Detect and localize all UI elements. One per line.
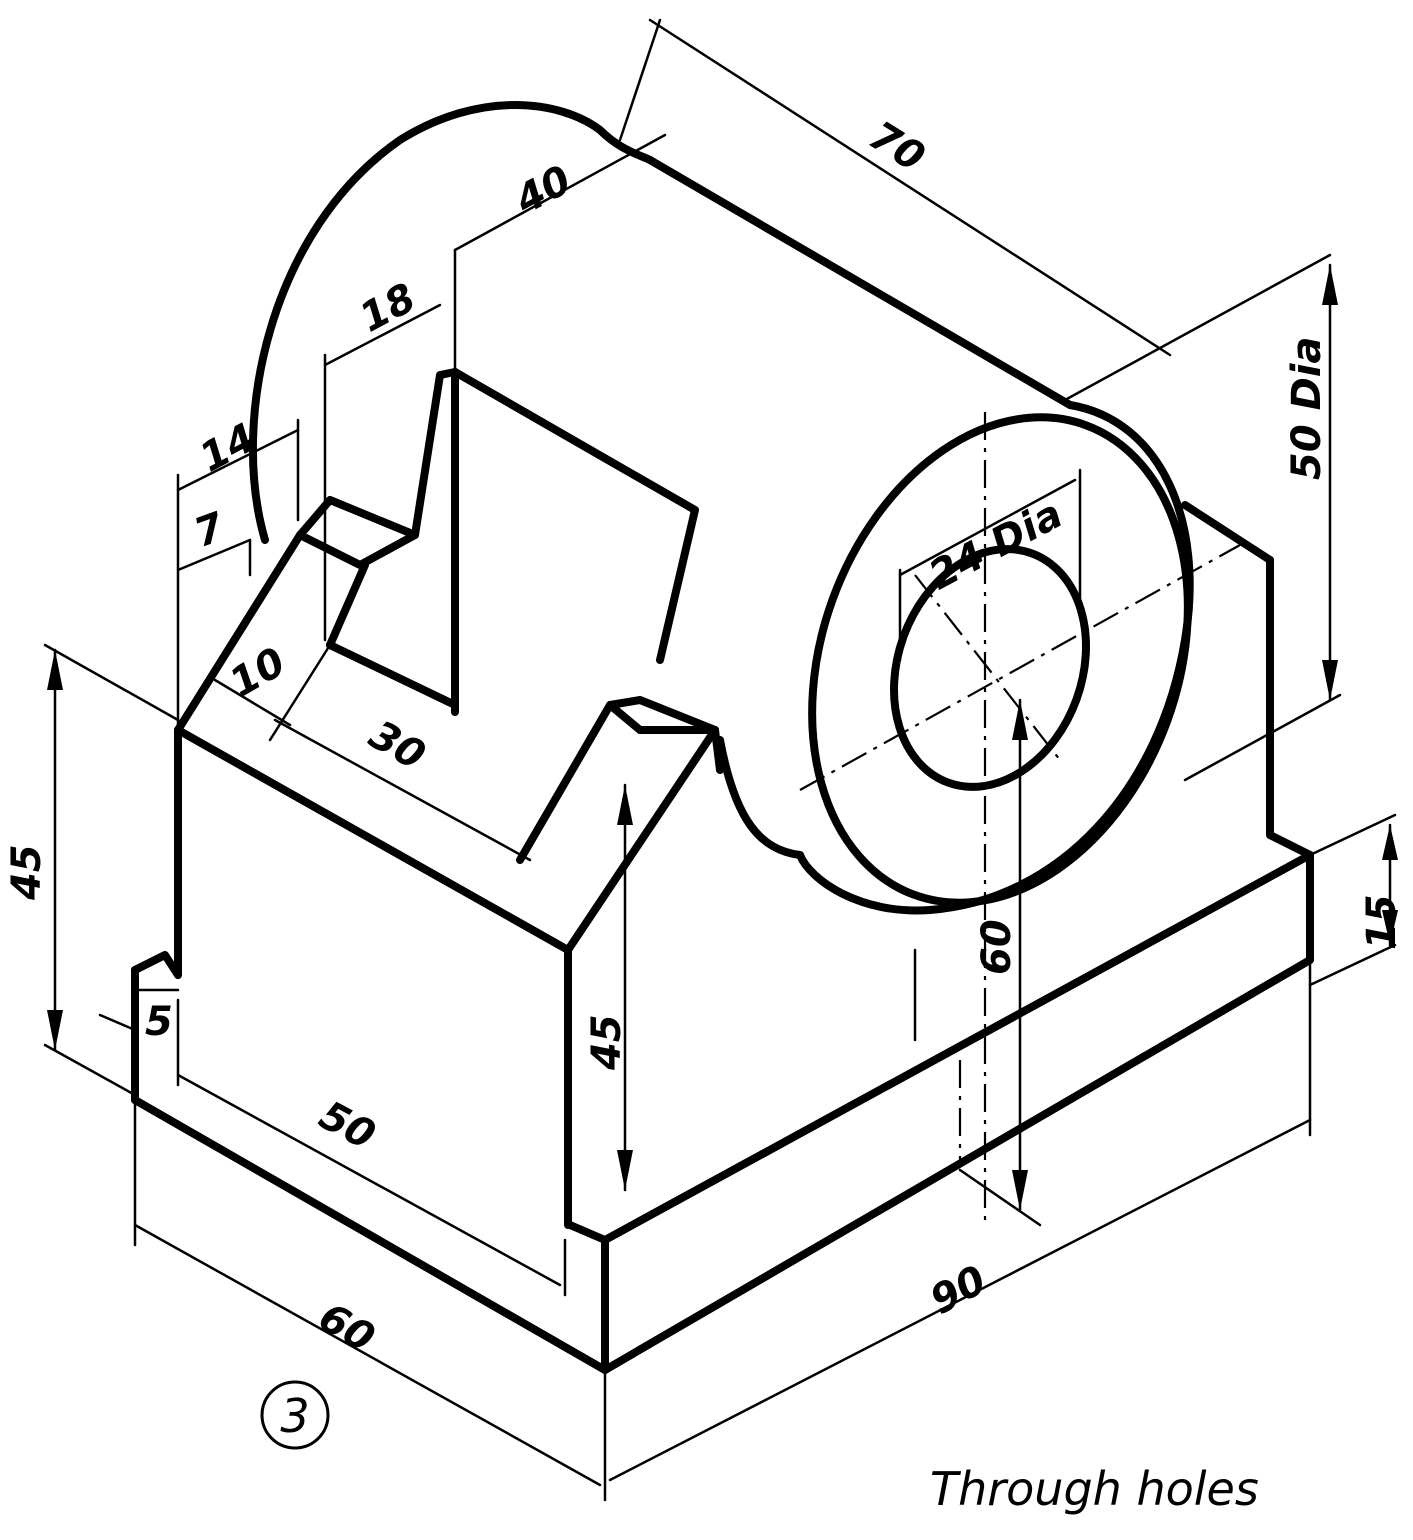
dim-boss-center-height: 60	[974, 919, 1020, 975]
dim-overall-width: 60	[311, 1294, 382, 1362]
center-lines	[799, 412, 1241, 1220]
arrowheads	[47, 265, 1398, 1210]
through-holes-note: Through holes	[930, 1462, 1259, 1516]
dim-step-18: 18	[352, 275, 423, 342]
figure-number-marker: 3	[260, 1380, 330, 1450]
dim-slot-length: 30	[362, 712, 433, 780]
boss-cylinder	[248, 101, 1194, 915]
dim-hole-diameter: 24 Dia	[922, 491, 1070, 599]
dim-top-length: 70	[861, 113, 933, 182]
dim-block-height-left: 45	[4, 844, 50, 901]
figure-number: 3	[280, 1389, 309, 1443]
dim-block-height-front: 45	[584, 1014, 630, 1071]
dim-boss-diameter: 50 Dia	[1284, 337, 1330, 481]
dim-base-height: 15	[1359, 894, 1405, 950]
dim-step-7: 7	[188, 504, 230, 557]
dimension-lines	[43, 18, 1397, 1502]
dim-block-length: 50	[312, 1092, 383, 1159]
base-plate	[131, 501, 1314, 1374]
dimension-labels: 70 40 18 14 7 10 30 45 5 50 45 24 Dia 50…	[4, 113, 1405, 1362]
dim-slot-depth: 5	[145, 999, 173, 1045]
